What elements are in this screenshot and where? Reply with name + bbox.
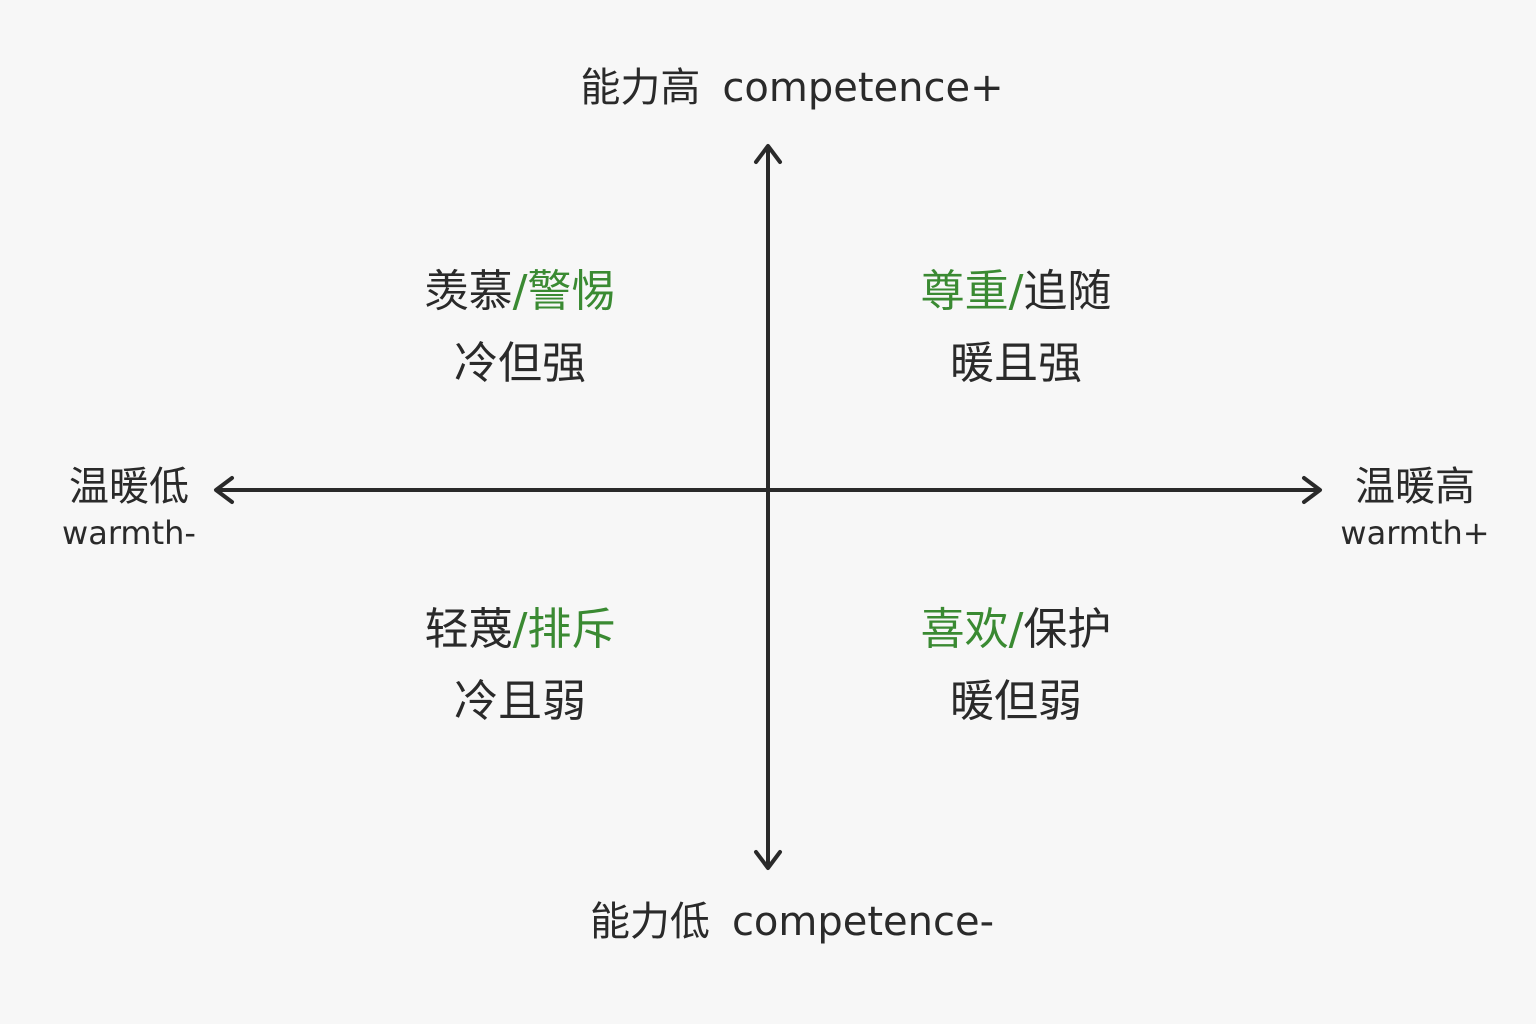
axis-label-cn: 温暖低 xyxy=(69,464,189,510)
reaction-separator: / xyxy=(512,266,528,317)
axis-label-en: competence- xyxy=(731,899,995,945)
arrow-right-icon xyxy=(1302,476,1322,504)
quadrant-cold-strong: 羡慕/警惕 冷但强 xyxy=(360,264,680,392)
axis-label-competence-high: 能力高 competence+ xyxy=(372,64,1212,112)
reaction-primary: 羡慕 xyxy=(424,266,513,317)
axis-label-cn: 能力高 xyxy=(580,65,701,111)
quadrant-warm-strong: 尊重/追随 暖且强 xyxy=(856,264,1176,392)
quadrant-reaction: 羡慕/警惕 xyxy=(360,264,680,320)
axis-label-warmth-low: 温暖低 warmth- xyxy=(44,462,214,554)
reaction-separator: / xyxy=(512,604,528,655)
arrow-down-icon xyxy=(754,850,782,870)
reaction-primary: 轻蔑 xyxy=(424,604,513,655)
reaction-separator: / xyxy=(1008,266,1024,317)
reaction-secondary: 保护 xyxy=(1023,604,1112,655)
quadrant-description: 冷但强 xyxy=(454,338,586,389)
quadrant-reaction: 轻蔑/排斥 xyxy=(360,602,680,658)
axis-label-warmth-high: 温暖高 warmth+ xyxy=(1330,462,1500,554)
reaction-primary: 喜欢 xyxy=(920,604,1009,655)
quadrant-description: 暖且强 xyxy=(950,338,1082,389)
axis-label-competence-low: 能力低 competence- xyxy=(372,898,1212,946)
reaction-primary: 尊重 xyxy=(920,266,1009,317)
quadrant-warm-weak: 喜欢/保护 暖但弱 xyxy=(856,602,1176,730)
quadrant-cold-weak: 轻蔑/排斥 冷且弱 xyxy=(360,602,680,730)
reaction-separator: / xyxy=(1008,604,1024,655)
reaction-secondary: 警惕 xyxy=(527,266,616,317)
axis-label-cn: 能力低 xyxy=(589,899,710,945)
axis-label-cn: 温暖高 xyxy=(1355,464,1475,510)
arrow-left-icon xyxy=(214,476,234,504)
quadrant-description: 暖但弱 xyxy=(950,676,1082,727)
axis-label-en: warmth- xyxy=(62,514,196,552)
axis-label-en: competence+ xyxy=(722,65,1004,111)
quadrant-description: 冷且弱 xyxy=(454,676,586,727)
reaction-secondary: 追随 xyxy=(1023,266,1112,317)
arrow-up-icon xyxy=(754,144,782,164)
axis-label-en: warmth+ xyxy=(1340,514,1490,552)
quadrant-reaction: 喜欢/保护 xyxy=(856,602,1176,658)
quadrant-reaction: 尊重/追随 xyxy=(856,264,1176,320)
reaction-secondary: 排斥 xyxy=(527,604,616,655)
